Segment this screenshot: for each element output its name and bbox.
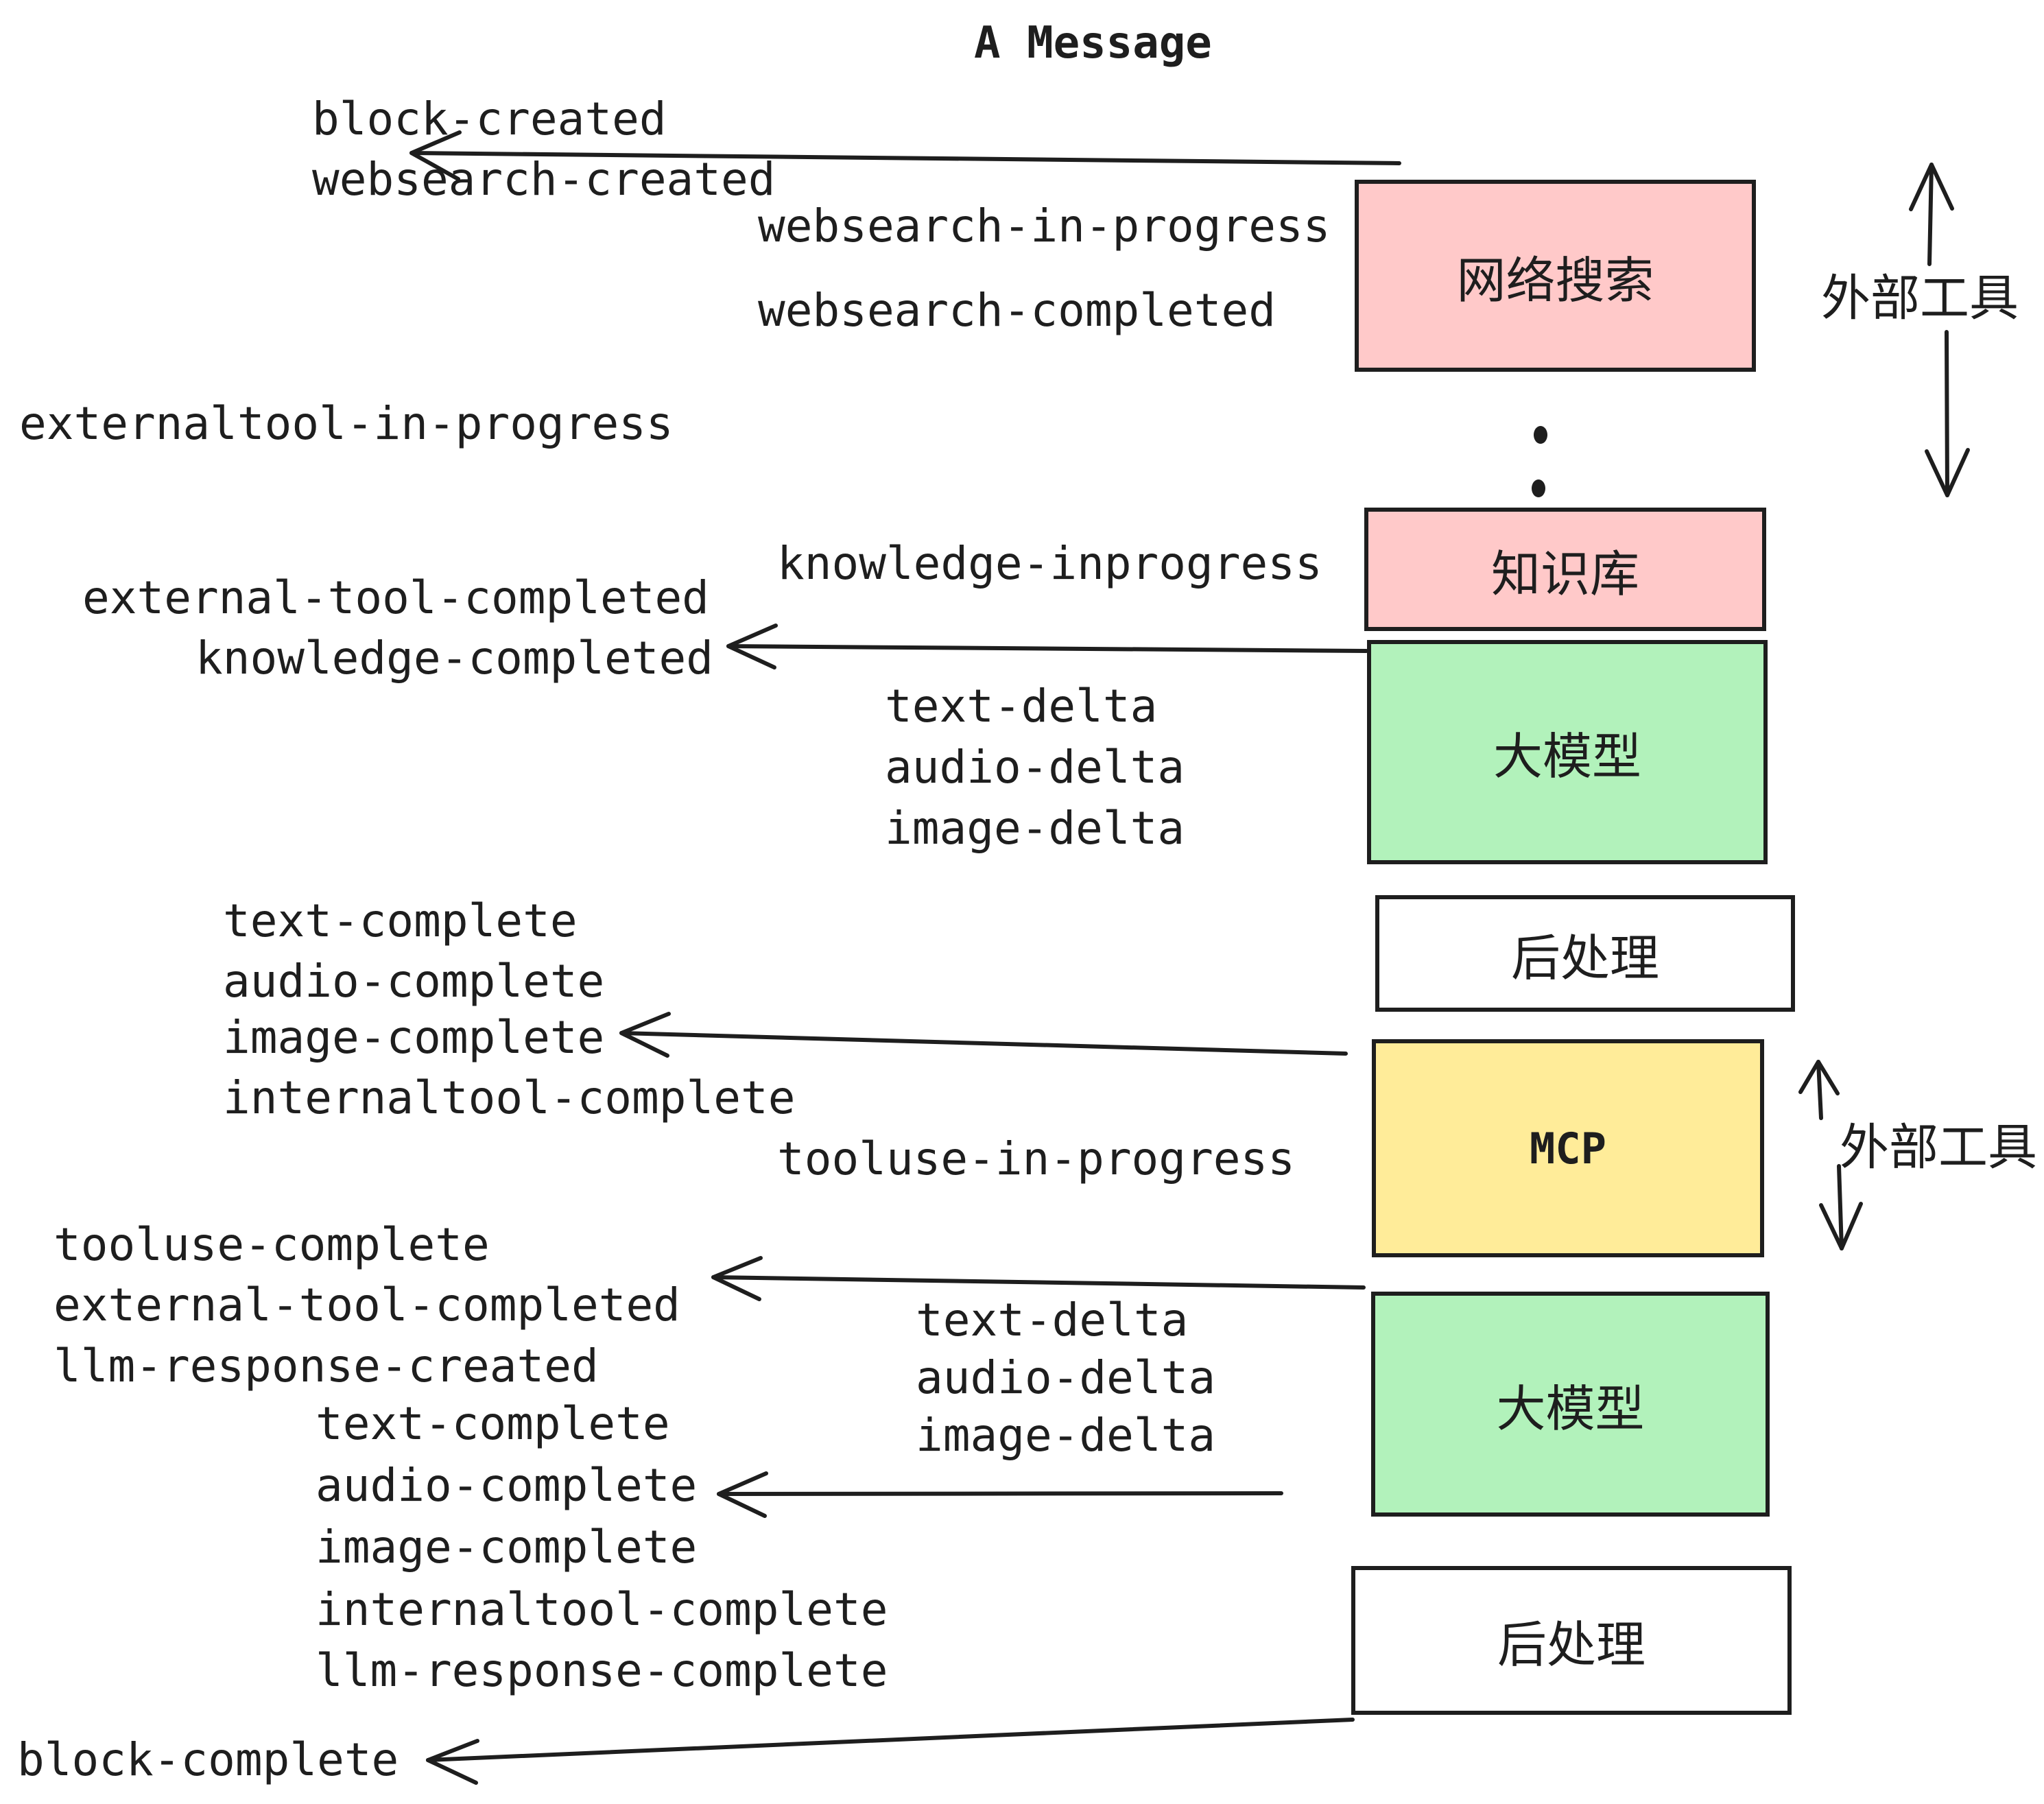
box-llm-1-label: 大模型: [1493, 730, 1641, 785]
event-websearch-created: websearch-created: [312, 153, 776, 206]
event-external-tool-completed-1: external-tool-completed: [82, 571, 709, 624]
event-knowledge-inprogress: knowledge-inprogress: [777, 537, 1322, 590]
event-block-complete: block-complete: [17, 1733, 399, 1786]
box-mcp-label: MCP: [1530, 1123, 1606, 1174]
event-knowledge-completed: knowledge-completed: [195, 632, 713, 685]
box-llm-2: 大模型: [1371, 1292, 1770, 1517]
event-websearch-completed: websearch-completed: [758, 284, 1276, 337]
external-tools-label-mid: 外部工具: [1840, 1120, 2038, 1176]
diagram-title: A Message: [974, 18, 1212, 69]
arrow-to-image-complete: [619, 1012, 1348, 1058]
box-postprocess-2: 后处理: [1351, 1566, 1792, 1715]
external-tools-top-down-arrow: [1925, 330, 1970, 497]
box-websearch: 网络搜索: [1355, 180, 1756, 372]
box-postprocess-1: 后处理: [1375, 895, 1795, 1012]
event-tooluse-in-progress: tooluse-in-progress: [777, 1132, 1295, 1185]
event-audio-delta-1: audio-delta: [885, 741, 1185, 794]
box-knowledge: 知识库: [1364, 508, 1766, 631]
event-text-complete-2: text-complete: [316, 1397, 670, 1450]
event-text-delta-1: text-delta: [885, 680, 1158, 733]
event-audio-delta-2: audio-delta: [916, 1351, 1216, 1404]
event-internaltool-complete-1: internaltool-complete: [223, 1071, 796, 1124]
box-knowledge-label: 知识库: [1490, 547, 1639, 602]
event-externaltool-in-progress: externaltool-in-progress: [19, 397, 674, 450]
event-external-tool-completed-2: external-tool-completed: [54, 1279, 680, 1331]
box-websearch-label: 网络搜索: [1456, 253, 1654, 309]
arrow-to-audio-complete: [717, 1471, 1283, 1518]
arrow-to-knowledge-completed: [726, 624, 1368, 669]
event-internaltool-complete-2: internaltool-complete: [316, 1583, 888, 1636]
arrow-to-tooluse-complete: [711, 1256, 1366, 1301]
external-tools-label-top: 外部工具: [1821, 271, 2019, 327]
event-llm-response-complete: llm-response-complete: [316, 1644, 888, 1697]
event-image-delta-2: image-delta: [916, 1409, 1216, 1462]
event-image-delta-1: image-delta: [885, 802, 1185, 855]
external-tools-top-up-arrow: [1909, 163, 1954, 266]
box-llm-1: 大模型: [1367, 640, 1768, 864]
event-block-created: block-created: [312, 93, 667, 145]
external-tools-mid-up-arrow: [1798, 1060, 1840, 1120]
box-mcp: MCP: [1372, 1039, 1764, 1257]
event-text-complete-1: text-complete: [223, 894, 578, 947]
arrow-to-block-complete: [426, 1718, 1355, 1785]
event-image-complete-2: image-complete: [316, 1521, 698, 1574]
ellipsis-dot: [1532, 479, 1545, 497]
event-tooluse-complete: tooluse-complete: [54, 1218, 490, 1271]
box-postprocess-2-label: 后处理: [1497, 1618, 1645, 1673]
event-websearch-in-progress: websearch-in-progress: [758, 200, 1331, 252]
ellipsis-dot: [1534, 426, 1547, 444]
event-llm-response-created: llm-response-created: [54, 1340, 599, 1392]
event-audio-complete-2: audio-complete: [316, 1459, 698, 1512]
event-text-delta-2: text-delta: [916, 1294, 1189, 1346]
box-llm-2-label: 大模型: [1496, 1381, 1645, 1437]
event-audio-complete-1: audio-complete: [223, 955, 605, 1008]
event-image-complete-1: image-complete: [223, 1011, 605, 1064]
box-postprocess-1-label: 后处理: [1510, 931, 1659, 986]
